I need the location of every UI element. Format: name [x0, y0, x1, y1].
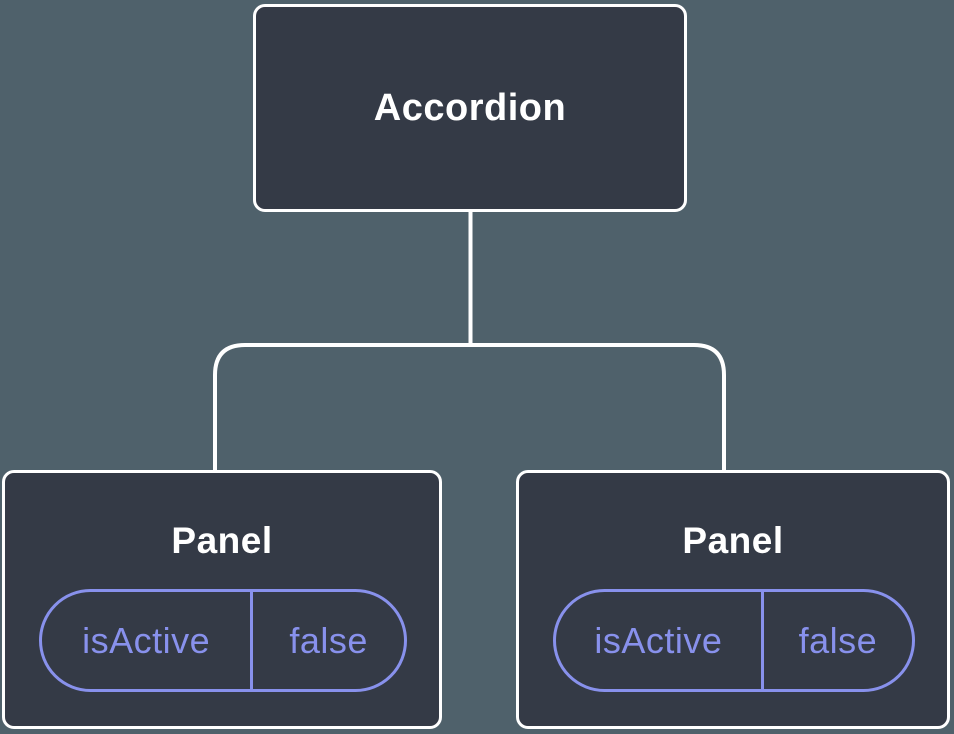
panel-node-label: Panel — [171, 520, 273, 561]
panel-node-left: Panel isActive false — [2, 470, 442, 729]
state-value-label: false — [798, 619, 878, 661]
accordion-node-label: Accordion — [373, 86, 567, 129]
state-key-label: isActive — [556, 592, 764, 689]
connector-bracket — [213, 343, 726, 472]
accordion-node: Accordion — [253, 4, 687, 212]
state-value-label: false — [289, 619, 368, 661]
panel-node-right: Panel isActive false — [516, 470, 950, 729]
panel-node-label: Panel — [682, 520, 784, 561]
state-key-label: isActive — [42, 592, 254, 689]
state-pill: isActive false — [39, 589, 407, 692]
state-pill: isActive false — [553, 589, 915, 692]
